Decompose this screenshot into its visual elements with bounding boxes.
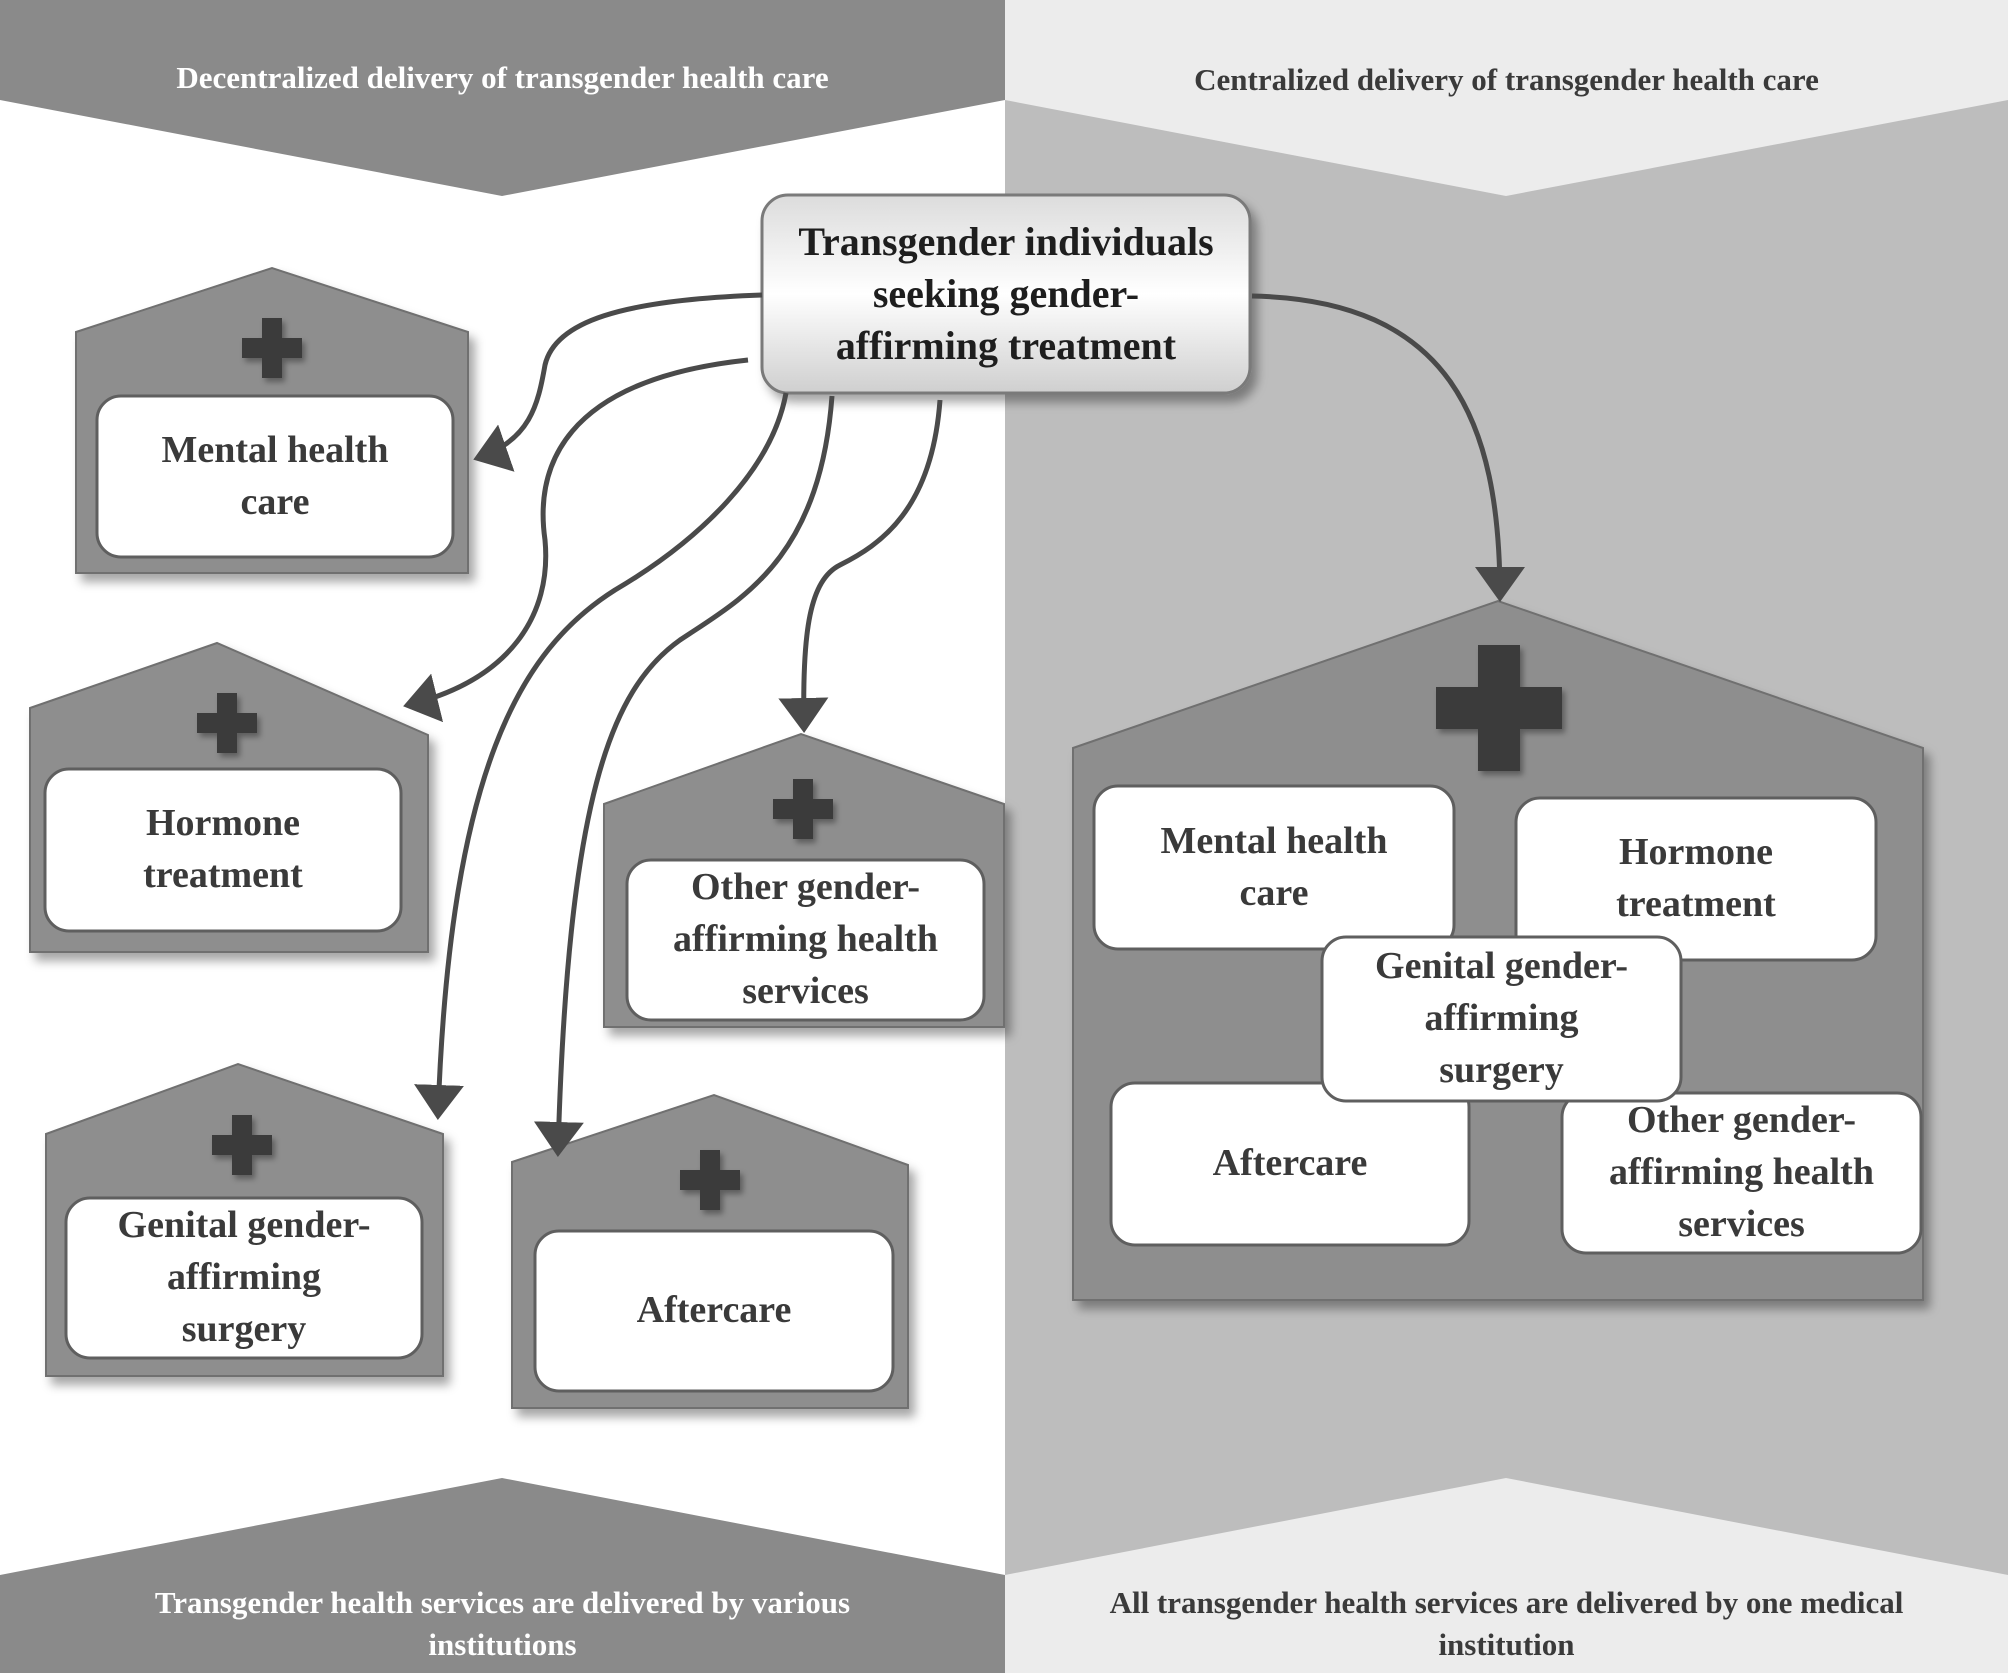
institution-label: Mental health care [161,428,389,523]
arrow-to-mental-health [473,292,763,472]
institution-box-1 [95,394,455,559]
institution-label: Hormone treatment [143,802,303,896]
cross-icon [680,1150,740,1210]
cross-icon [212,1115,272,1175]
right-header-banner [1005,0,2008,196]
service-box-2 [1514,796,1878,962]
left-footer-caption: Transgender health services are delivere… [154,1585,851,1662]
service-box-4 [1109,1081,1471,1247]
institution-box-3 [625,858,986,1022]
service-box-5 [1560,1091,1923,1255]
arrow-to-central-institution [1251,293,1525,602]
service-label: Hormone treatment [1616,831,1776,925]
service-box-3 [1320,935,1683,1103]
institution-box-4 [64,1196,424,1360]
institution-box-5 [533,1229,895,1393]
center-node-label: Transgender individuals seeking gender- … [798,219,1214,368]
left-footer-banner [0,1478,1005,1673]
cross-icon [197,693,257,753]
institution-label: Other gender- affirming health services [673,866,938,1012]
left-header-banner [0,0,1005,196]
service-label: Other gender- affirming health services [1609,1099,1874,1245]
arrow-to-hormone-treatment [403,357,749,723]
service-box-1 [1092,784,1456,951]
arrow-to-aftercare [533,395,835,1157]
service-label: Aftercare [1212,1142,1368,1185]
arrow-to-other-services [778,399,943,733]
cross-icon [773,779,833,839]
service-label: Mental health care [1160,819,1388,914]
cross-icon [1436,645,1562,771]
left-header-title: Decentralized delivery of transgender he… [176,59,829,95]
arrow-to-genital-surgery [414,392,789,1120]
right-footer-banner [1005,1478,2008,1673]
right-footer-caption: All transgender health services are deli… [1109,1585,1904,1662]
institution-label: Genital gender- affirming surgery [117,1204,371,1350]
center-node-box [760,193,1252,395]
cross-icon [242,318,302,378]
institution-label: Aftercare [636,1289,792,1332]
institution-box-2 [43,767,403,933]
right-header-title: Centralized delivery of transgender heal… [1194,61,1819,97]
service-label: Genital gender- affirming surgery [1375,945,1628,1091]
